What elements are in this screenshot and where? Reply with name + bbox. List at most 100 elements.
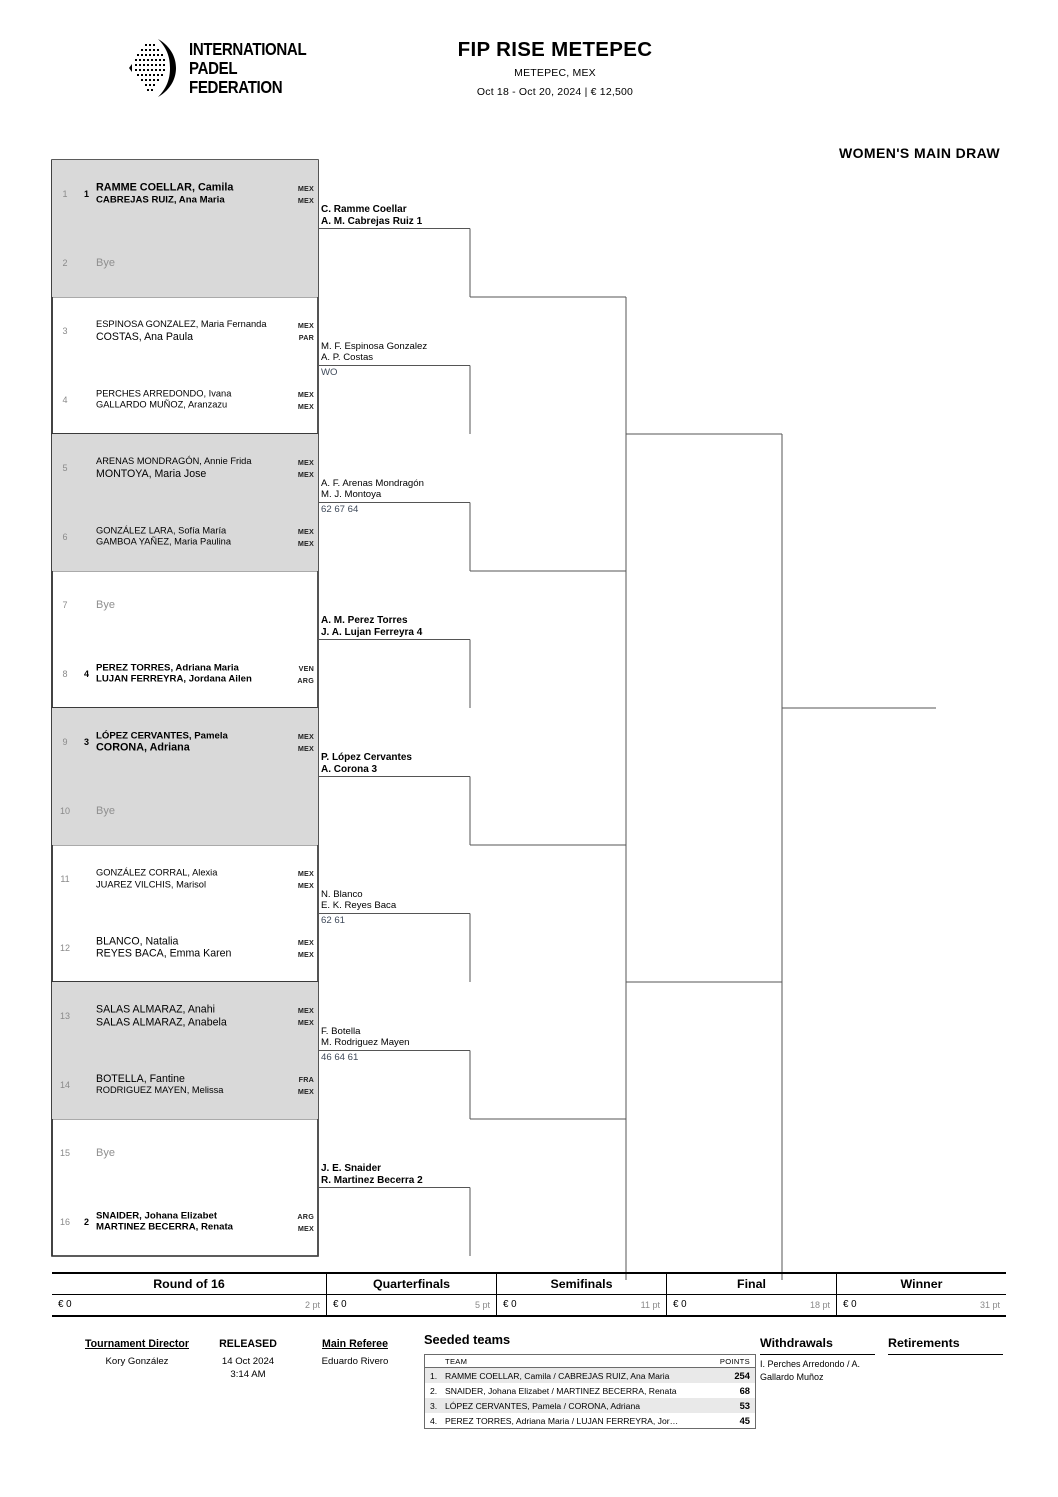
prize-round-header: Final	[666, 1274, 836, 1294]
seeded-teams-title: Seeded teams	[424, 1332, 511, 1347]
prize-money: € 0	[673, 1299, 687, 1310]
player-name: GONZÁLEZ LARA, Sofía María	[96, 525, 227, 536]
prize-round-value: € 0 5 pt	[326, 1295, 496, 1315]
entry-row-number: 13	[59, 1011, 70, 1022]
winner-player-1: P. López Cervantes	[321, 751, 412, 763]
player-country-code: MEX	[297, 869, 314, 879]
released-label: RELEASED	[219, 1338, 277, 1350]
player-country-code: MEX	[297, 949, 314, 959]
entry-row-number: 15	[59, 1148, 70, 1159]
bracket-entry-row[interactable]: 2 Bye	[52, 228, 318, 297]
winner-player-1: J. E. Snaider	[321, 1162, 382, 1174]
entry-seed-number: 1	[84, 189, 90, 200]
player-name: SNAIDER, Johana Elizabet	[96, 1210, 218, 1222]
withdrawal-item: Gallardo Muñoz	[760, 1371, 824, 1382]
player-name: GAMBOA YAÑEZ, Maria Paulina	[96, 536, 232, 547]
player-name: LUJAN FERREYRA, Jordana Ailen	[96, 673, 252, 685]
player-country-code: MEX	[297, 401, 314, 411]
winner-player-1: N. Blanco	[321, 888, 363, 900]
player-name: SALAS ALMARAZ, Anahi	[96, 1003, 215, 1016]
bye-label: Bye	[96, 256, 115, 269]
player-country-code: MEX	[297, 321, 314, 331]
seeded-teams-table: TEAM POINTS 1.RAMME COELLAR, Camila / CA…	[424, 1354, 756, 1429]
player-country-code: MEX	[297, 526, 314, 536]
page-header: INTERNATIONAL PADEL FEDERATION FIP RISE …	[0, 0, 1058, 161]
released-time: 3:14 AM	[230, 1369, 266, 1380]
seeded-team-name: SNAIDER, Johana Elizabet / MARTINEZ BECE…	[445, 1386, 677, 1396]
player-country-code: MEX	[297, 196, 314, 206]
entry-row-number: 7	[62, 600, 68, 611]
prize-money: € 0	[333, 1299, 347, 1310]
page-title: FIP RISE METEPEC	[457, 38, 653, 61]
winner-player-1: C. Ramme Coellar	[321, 203, 407, 215]
winner-player-1: A. M. Perez Torres	[321, 614, 408, 626]
seeded-team-row[interactable]: 3. LÓPEZ CERVANTES, Pamela / CORONA, Adri…	[425, 1398, 755, 1413]
player-country-code: MEX	[297, 937, 314, 947]
player-country-code: ARG	[297, 1211, 314, 1221]
withdrawal-item: I. Perches Arredondo / A.	[760, 1359, 861, 1369]
winner-player-2: E. K. Reyes Baca	[321, 900, 397, 912]
entry-row-number: 2	[62, 257, 68, 268]
player-country-code: VEN	[298, 663, 314, 673]
seeded-team-row[interactable]: 2.SNAIDER, Johana Elizabet / MARTINEZ BE…	[425, 1383, 755, 1398]
player-name: GALLARDO MUÑOZ, Aranzazu	[96, 399, 228, 410]
seeded-table-header: TEAM POINTS	[425, 1355, 755, 1368]
prize-points: 5 pt	[474, 1300, 490, 1310]
winner-player-2: A. M. Cabrejas Ruiz 1	[321, 215, 423, 227]
seeded-team-row[interactable]: 4.PEREZ TORRES, Adriana Maria / LUJAN FE…	[425, 1413, 755, 1428]
player-name: LÓPEZ CERVANTES, Pamela	[96, 730, 228, 742]
player-country-code: PAR	[298, 333, 314, 343]
tournament-location: METEPEC, MEX	[514, 67, 596, 79]
withdrawals-title: Withdrawals	[760, 1336, 833, 1350]
player-name: RAMME COELLAR, Camila	[96, 181, 234, 194]
seeded-team-points: 254	[734, 1370, 750, 1381]
winner-player-1: F. Botella	[321, 1025, 361, 1037]
match-score: 62 67 64	[321, 503, 359, 515]
seeded-team-name: LÓPEZ CERVANTES, Pamela / CORONA, Adrian…	[445, 1401, 641, 1411]
entry-row-number: 16	[59, 1216, 70, 1227]
player-country-code: MEX	[297, 538, 314, 548]
ipf-padel-logo-icon	[128, 37, 180, 99]
player-name: BOTELLA, Fantine	[96, 1072, 185, 1085]
player-name: SALAS ALMARAZ, Anabela	[96, 1016, 227, 1029]
winner-player-2: M. J. Montoya	[321, 489, 382, 501]
seeded-team-row[interactable]: 1.RAMME COELLAR, Camila / CABREJAS RUIZ,…	[425, 1368, 755, 1383]
entry-row-number: 12	[59, 942, 70, 953]
player-name: RODRIGUEZ MAYEN, Melissa	[96, 1085, 224, 1096]
winner-player-2: A. Corona 3	[321, 763, 378, 775]
player-name: MARTINEZ BECERRA, Renata	[96, 1221, 233, 1233]
winner-player-2: A. P. Costas	[321, 352, 374, 364]
entry-row-number: 11	[60, 874, 70, 885]
seeded-rank: 3.	[430, 1401, 438, 1411]
winner-player-2: J. A. Lujan Ferreyra 4	[321, 626, 423, 638]
player-name: ESPINOSA GONZALEZ, Maria Fernanda	[96, 319, 267, 330]
